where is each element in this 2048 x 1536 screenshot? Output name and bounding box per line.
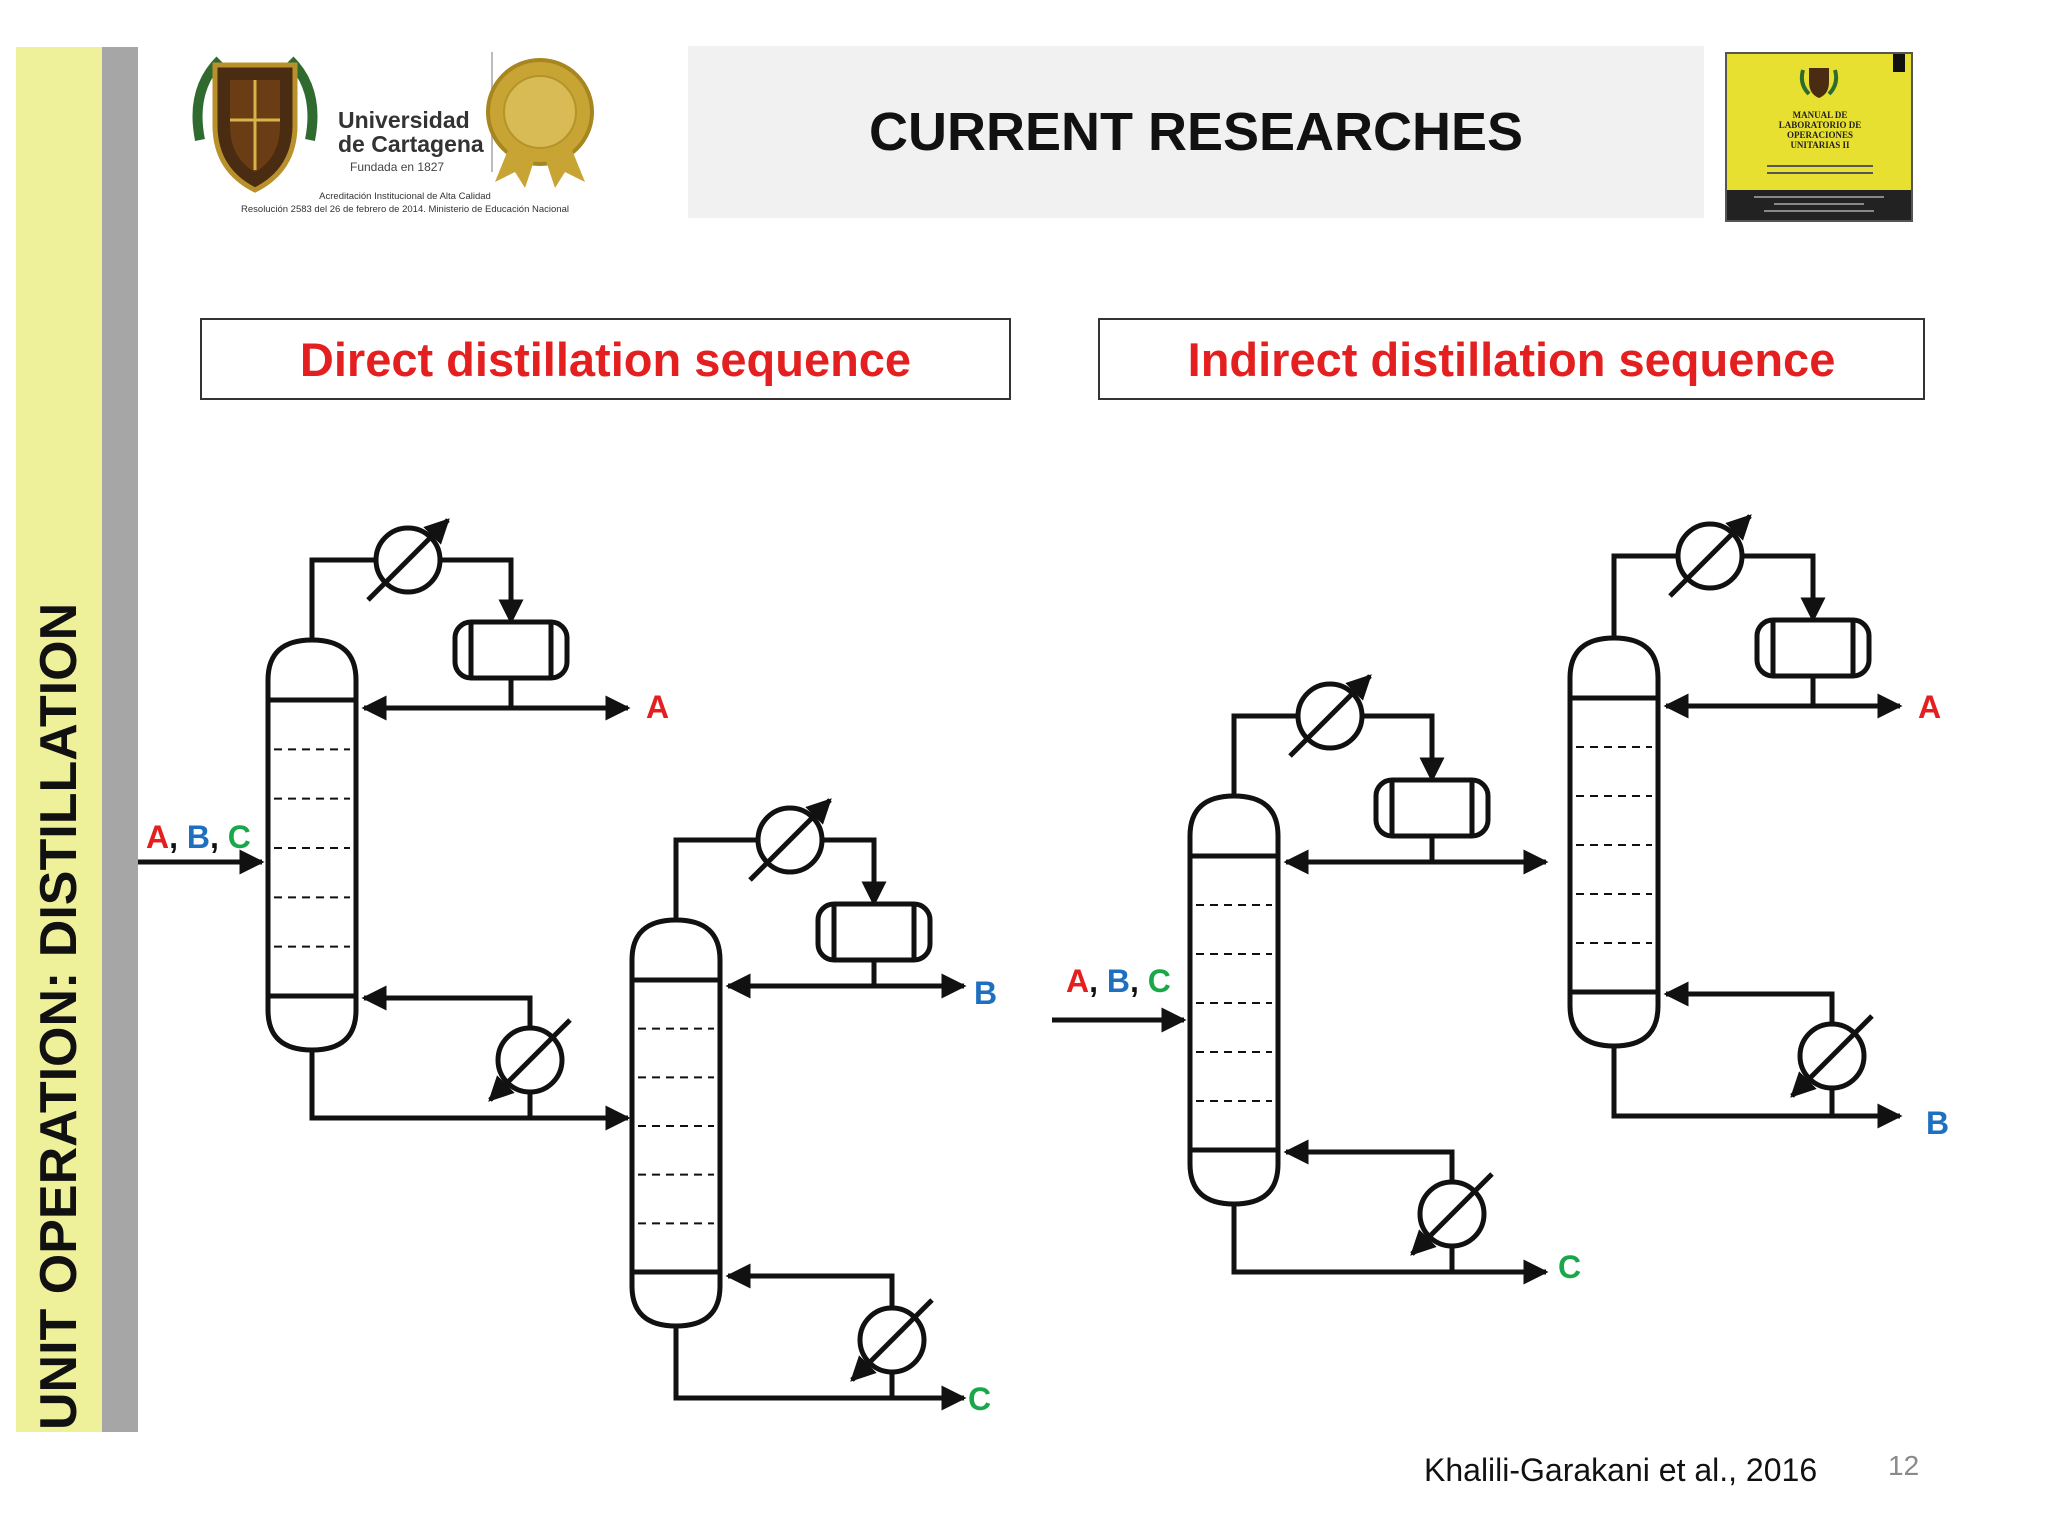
- indirect-col2-reboiler-return: [1663, 981, 1835, 1024]
- direct-col2-overhead-line: [673, 837, 757, 920]
- direct-col1-reboiler-return: [361, 985, 533, 1028]
- direct-col1-bottoms-line: [309, 1050, 631, 1131]
- indirect-sequence-title: Indirect distillation sequence: [1187, 332, 1836, 386]
- university-founded: Fundada en 1827: [350, 160, 445, 174]
- sidebar-gray-band: [102, 47, 138, 1432]
- direct-product-c-label: C: [968, 1381, 991, 1417]
- book-authors-lines: [1767, 165, 1873, 174]
- direct-col2-reboiler-arrow: [850, 1298, 934, 1382]
- indirect-col1-overhead-line: [1231, 713, 1297, 796]
- direct-feed-c: C: [228, 819, 251, 855]
- page-title: CURRENT RESEARCHES: [868, 102, 1524, 162]
- indirect-feed-c: C: [1148, 963, 1171, 999]
- direct-col2-bottoms-line: [673, 1326, 967, 1411]
- indirect-col2-reboiler-arrow: [1790, 1014, 1874, 1098]
- direct-product-b-label: B: [974, 975, 997, 1011]
- university-crest-icon: [192, 52, 594, 193]
- indirect-col2-bottoms-line: [1611, 1046, 1903, 1129]
- page-number: 12: [1888, 1450, 1920, 1481]
- indirect-col1-condensate-line: [1363, 713, 1445, 783]
- book-title-line2: LABORATORIO DE: [1778, 120, 1862, 130]
- accreditation-line1: Acreditación Institucional de Alta Calid…: [319, 191, 491, 202]
- book-crest-icon: [1799, 68, 1839, 98]
- university-accreditation: Acreditación Institucional de Alta Calid…: [190, 190, 620, 216]
- indirect-col1-bottoms-line: [1231, 1204, 1549, 1285]
- book-bottom-lines: [1754, 196, 1884, 212]
- book-title-line4: UNITARIAS II: [1790, 140, 1850, 150]
- direct-sequence-title-box: Direct distillation sequence: [200, 318, 1011, 400]
- book-tab: [1893, 54, 1905, 72]
- indirect-col1-column-shell: [1187, 793, 1281, 1207]
- indirect-feed-a: A: [1066, 963, 1089, 999]
- indirect-feed-label: A, B, C: [1066, 963, 1171, 999]
- citation: Khalili-Garakani et al., 2016: [1424, 1452, 1818, 1488]
- lab-manual-cover: MANUAL DE LABORATORIO DE OPERACIONES UNI…: [1725, 52, 1913, 222]
- book-bottom-band: [1727, 190, 1911, 220]
- direct-col1-column-shell: [265, 637, 359, 1053]
- indirect-product-b-label: B: [1926, 1105, 1949, 1141]
- indirect-sequence-title-box: Indirect distillation sequence: [1098, 318, 1925, 400]
- indirect-feed-sep2: ,: [1130, 963, 1148, 999]
- direct-col2-column-shell: [629, 917, 723, 1329]
- indirect-col2-column-shell: [1567, 635, 1661, 1049]
- book-title-line3: OPERACIONES: [1786, 130, 1853, 140]
- direct-feed-sep1: ,: [169, 819, 187, 855]
- book-title-line1: MANUAL DE: [1792, 110, 1848, 120]
- indirect-product-c-label: C: [1558, 1249, 1581, 1285]
- direct-sequence-title: Direct distillation sequence: [299, 332, 912, 386]
- direct-col1-reboiler-arrow: [488, 1018, 572, 1102]
- university-logo: Universidad de Cartagena Fundada en 1827…: [190, 50, 620, 230]
- indirect-col1-reboiler-return: [1283, 1139, 1455, 1182]
- indirect-feed-sep1: ,: [1089, 963, 1107, 999]
- accreditation-line2: Resolución 2583 del 26 de febrero de 201…: [241, 204, 569, 215]
- indirect-col2-condenser-arrow: [1668, 514, 1752, 598]
- university-name-line2: de Cartagena: [338, 131, 484, 157]
- direct-col2-condensate-line: [823, 837, 887, 907]
- direct-col1-condensate-line: [441, 557, 524, 625]
- direct-col2-condenser-arrow: [748, 798, 832, 882]
- direct-product-a-label: A: [646, 689, 669, 725]
- direct-feed-a: A: [146, 819, 169, 855]
- indirect-product-a-label: A: [1918, 689, 1941, 725]
- direct-col2-reboiler-return: [725, 1263, 895, 1308]
- direct-feed-b: B: [187, 819, 210, 855]
- sidebar-yellow-band: [16, 47, 102, 1432]
- indirect-col2-overhead-line: [1611, 553, 1677, 638]
- direct-feed-label: A, B, C: [146, 819, 251, 855]
- direct-feed-sep2: ,: [210, 819, 228, 855]
- title-banner: CURRENT RESEARCHES: [688, 46, 1704, 218]
- direct-col1-overhead-line: [309, 557, 375, 640]
- indirect-feed-b: B: [1107, 963, 1130, 999]
- university-name-line1: Universidad: [338, 107, 470, 133]
- indirect-col1-condenser-arrow: [1288, 674, 1372, 758]
- direct-col1-condenser-arrow: [366, 518, 450, 602]
- indirect-col1-reboiler-arrow: [1410, 1172, 1494, 1256]
- indirect-col2-condensate-line: [1743, 553, 1826, 623]
- university-name: Universidad de Cartagena: [338, 108, 488, 156]
- columns-layer: [138, 514, 1903, 1411]
- book-title: MANUAL DE LABORATORIO DE OPERACIONES UNI…: [1737, 110, 1903, 150]
